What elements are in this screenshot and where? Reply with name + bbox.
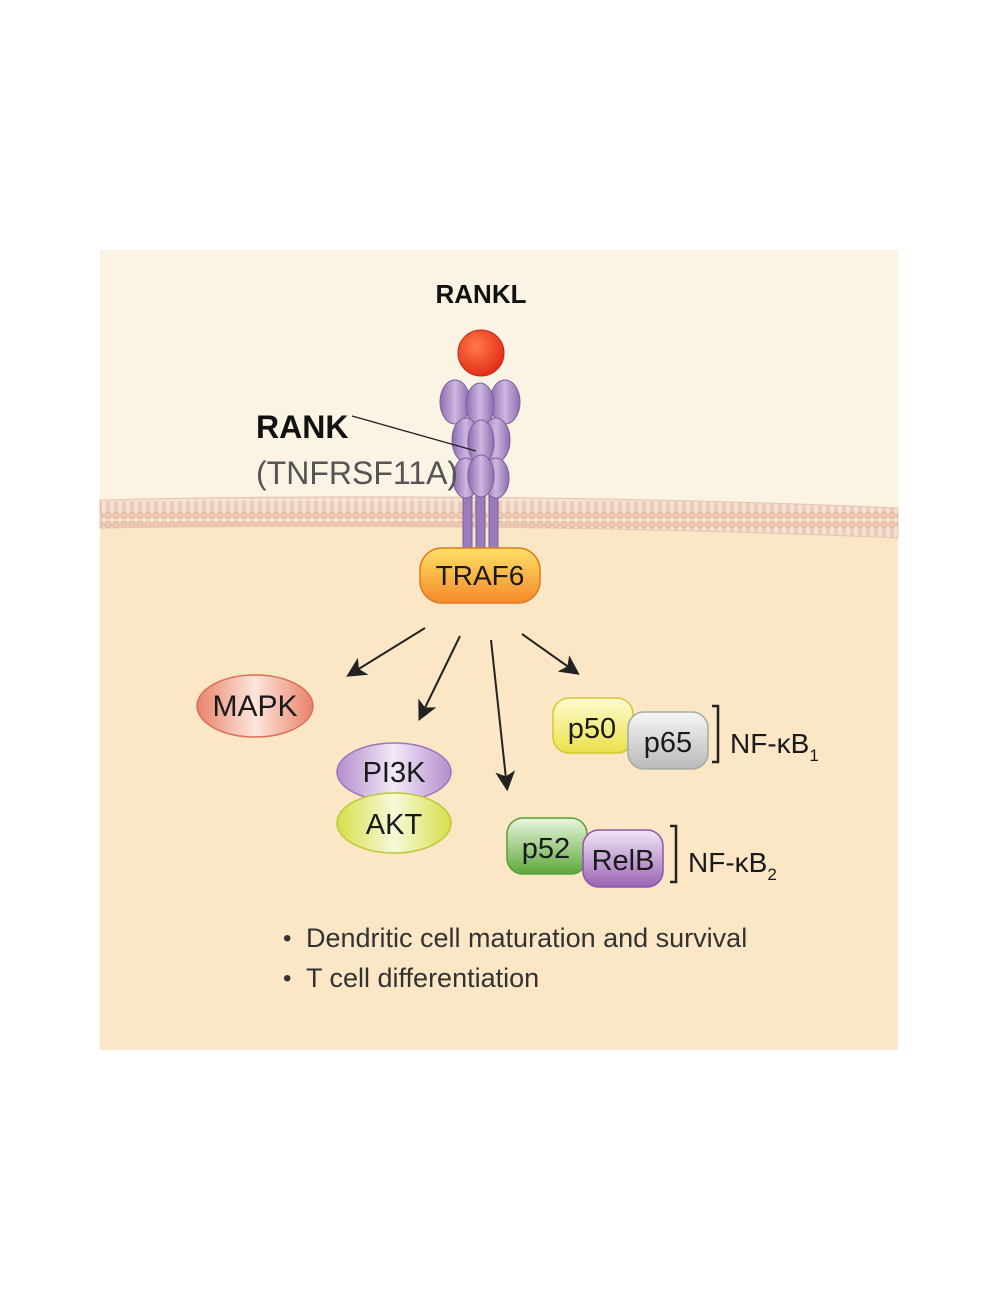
p65-label: p65 (644, 727, 692, 759)
nfkb2-complex: p52 RelB NF-κB2 (506, 817, 777, 888)
outcome-bullet-1: • (283, 925, 291, 952)
mapk-node: MAPK (196, 674, 314, 738)
rankl-ligand (457, 329, 505, 377)
pi3k-label: PI3K (363, 757, 427, 789)
nfkb1-label: NF-κB1 (730, 728, 819, 765)
nfkb1-bracket (712, 704, 720, 764)
akt-label: AKT (366, 809, 423, 841)
outcomes-list: • Dendritic cell maturation and survival… (283, 923, 747, 993)
pi3k-node: PI3K (336, 742, 452, 802)
arrow-to-nfkb2 (490, 639, 516, 792)
p65-node (627, 711, 709, 770)
cell-membrane (99, 496, 899, 539)
outcome-item-2: T cell differentiation (306, 963, 539, 993)
nfkb1-complex: p50 p65 NF-κB1 (552, 697, 819, 770)
arrow-to-nfkb1 (521, 633, 580, 675)
arrow-to-mapk (346, 627, 426, 677)
outcome-bullet-2: • (283, 965, 291, 992)
nfkb2-label: NF-κB2 (688, 847, 777, 884)
mapk-label: MAPK (212, 690, 297, 723)
traf6-node: TRAF6 (419, 547, 541, 604)
nfkb2-bracket (670, 824, 678, 884)
outcome-item-1: Dendritic cell maturation and survival (306, 923, 747, 953)
p50-label: p50 (568, 713, 616, 745)
traf6-label: TRAF6 (436, 560, 525, 591)
rank-label: RANK (256, 409, 348, 445)
rankl-label: RANKL (436, 279, 527, 309)
rank-leader-line (351, 415, 477, 452)
p52-label: p52 (522, 833, 570, 865)
rank-gene-label: (TNFRSF11A) (256, 455, 458, 491)
relb-label: RelB (592, 845, 655, 877)
arrow-to-pi3k (418, 635, 461, 721)
rank-receptor (439, 379, 521, 554)
akt-node: AKT (336, 792, 452, 854)
relb-node (582, 829, 664, 888)
